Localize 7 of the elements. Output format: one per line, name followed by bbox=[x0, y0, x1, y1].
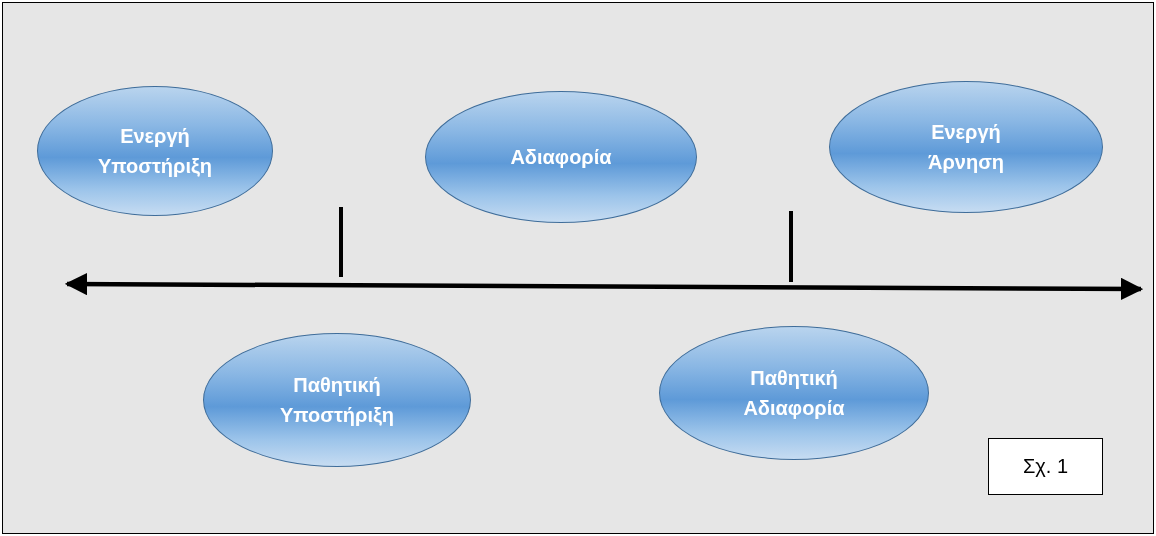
figure-label-box bbox=[988, 438, 1103, 495]
node-label: Ενεργή Υποστήριξη bbox=[96, 124, 214, 179]
node-label: Ενεργή Άρνηση bbox=[926, 120, 1006, 175]
node-label: Σχ. 1 bbox=[1022, 455, 1069, 478]
node-label: Αδιαφορία bbox=[510, 145, 612, 170]
node-label: Παθητική Υποστήριξη bbox=[278, 373, 396, 428]
node-label: Παθητική Αδιαφορία bbox=[742, 366, 846, 421]
